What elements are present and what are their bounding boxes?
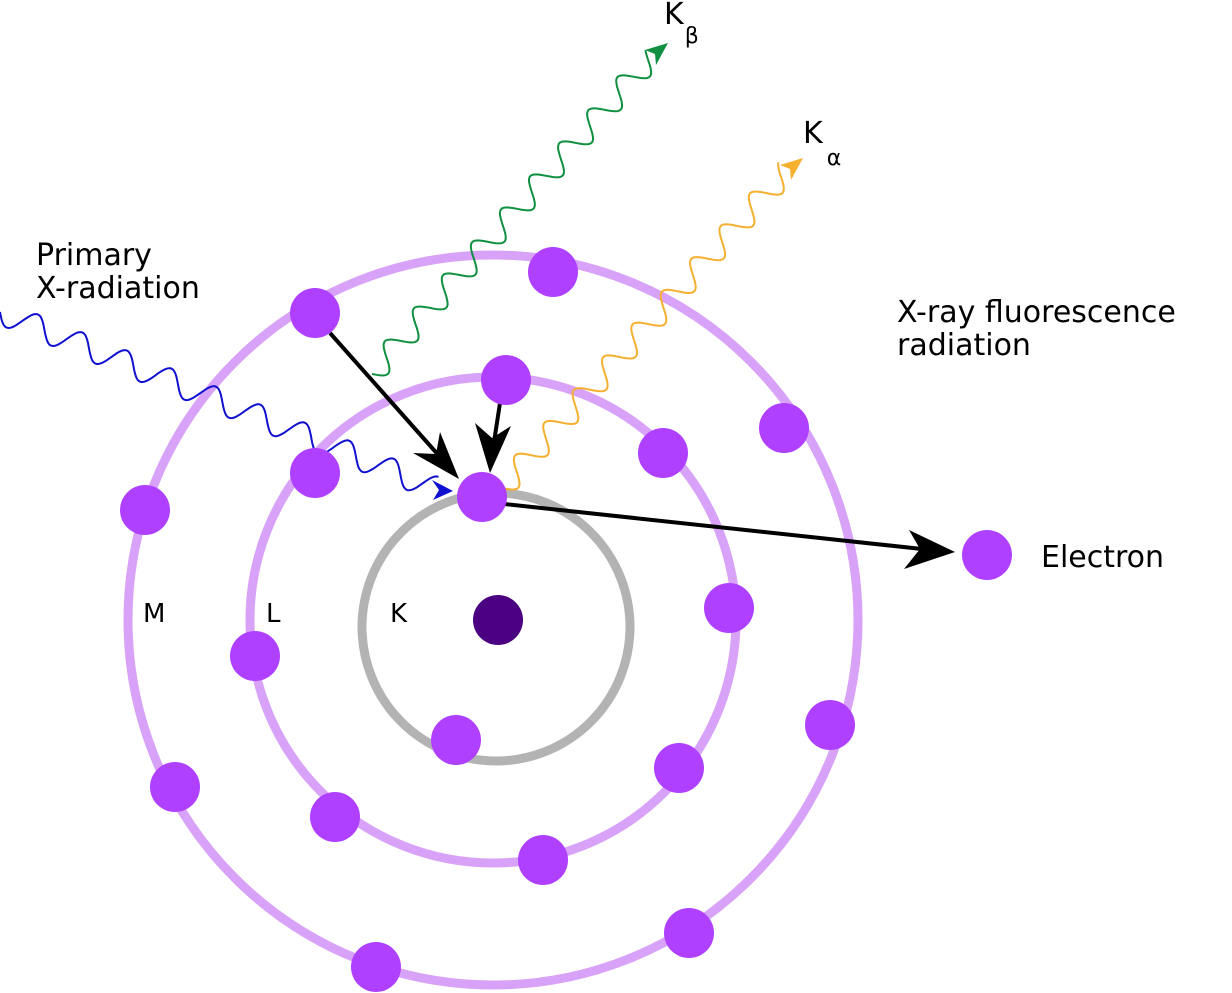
- electron: [230, 631, 280, 681]
- shell-l-label: L: [266, 599, 281, 629]
- electron: [528, 247, 578, 297]
- electron: [290, 288, 340, 338]
- fluorescence-label-line2: radiation: [897, 328, 1031, 363]
- l-to-k-arrowhead: [475, 423, 511, 473]
- electron: [518, 835, 568, 885]
- k-alpha-arrowhead: [780, 158, 803, 180]
- ejected-electron-line: [494, 501, 923, 551]
- m-to-k-arrowhead: [413, 432, 459, 479]
- electron-label: Electron: [1041, 540, 1164, 575]
- k-alpha-label: Kα: [803, 116, 841, 171]
- shell-m-label: M: [143, 599, 165, 629]
- electron: [805, 700, 855, 750]
- primary-xray-wave: [0, 311, 439, 492]
- ejected-electron: [962, 530, 1012, 580]
- fluorescence-label-line1: X-ray fluorescence: [897, 295, 1176, 330]
- primary-label-line1: Primary: [36, 238, 152, 273]
- electron: [290, 448, 340, 498]
- electron: [638, 428, 688, 478]
- nucleus: [473, 595, 523, 645]
- m-to-k-transition-line: [328, 331, 443, 460]
- k-beta-wave: [371, 49, 653, 377]
- electron: [150, 762, 200, 812]
- electron: [431, 715, 481, 765]
- electron: [664, 908, 714, 958]
- k-beta-arrowhead: [645, 43, 668, 65]
- k-alpha-wave: [501, 162, 785, 491]
- electron: [654, 743, 704, 793]
- shell-k-label: K: [390, 599, 408, 629]
- fluorescence-label: X-ray fluorescence radiation: [897, 296, 1176, 362]
- electron-vacancy-k: [457, 472, 507, 522]
- electron: [759, 403, 809, 453]
- electron: [310, 792, 360, 842]
- primary-wave-arrowhead: [432, 480, 453, 500]
- electron: [704, 583, 754, 633]
- primary-xradiation-label: Primary X-radiation: [36, 239, 200, 305]
- ejected-electron-arrowhead: [904, 530, 955, 569]
- electron: [120, 485, 170, 535]
- electron: [351, 942, 401, 992]
- l-to-k-transition-line: [492, 402, 502, 443]
- electron: [481, 355, 531, 405]
- shell-m: [123, 250, 863, 990]
- primary-label-line2: X-radiation: [36, 271, 200, 306]
- k-beta-label: Kβ: [664, 0, 699, 49]
